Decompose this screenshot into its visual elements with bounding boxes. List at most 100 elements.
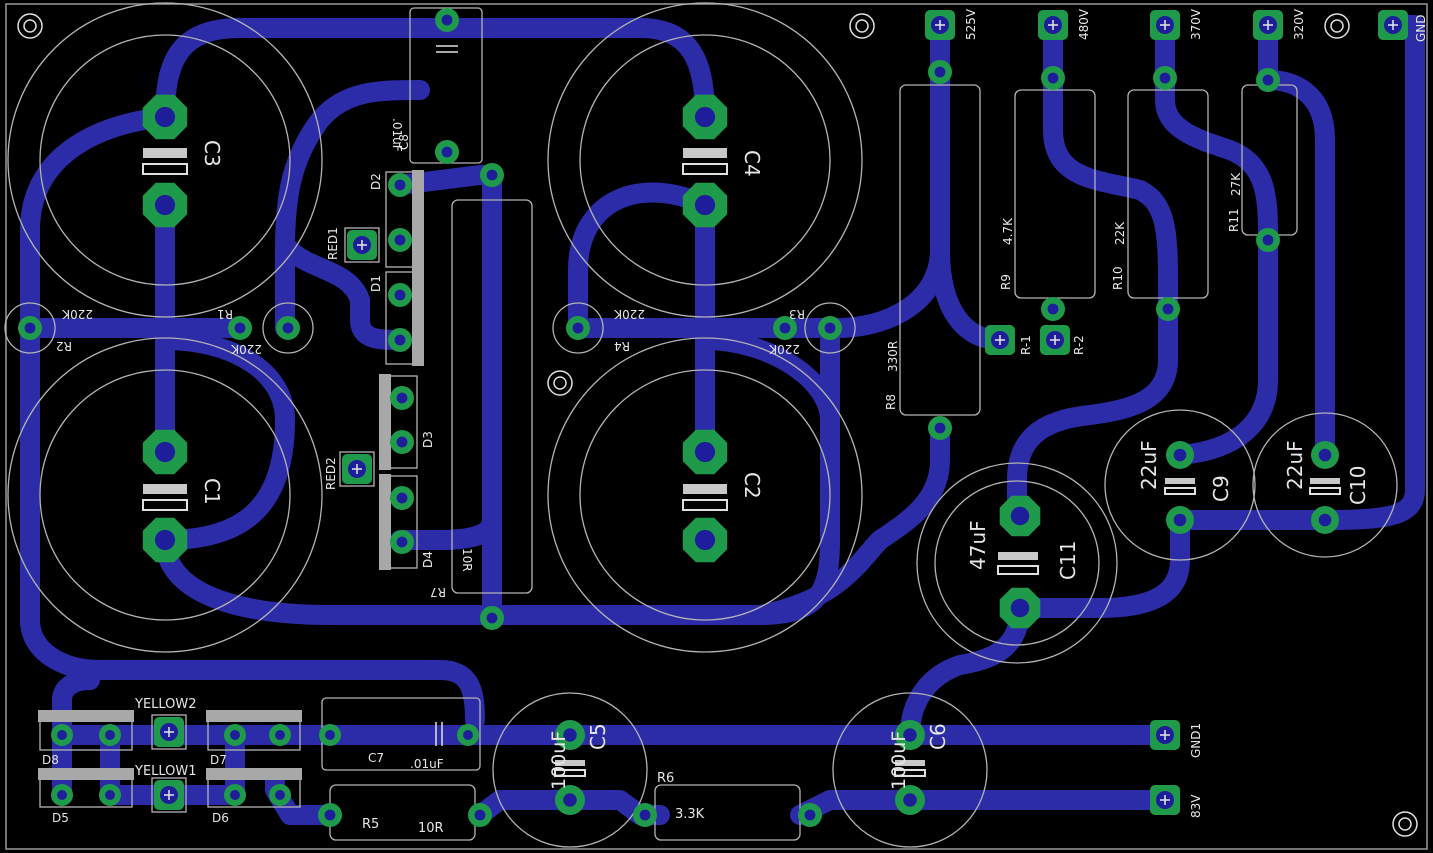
label-r8: R8: [884, 394, 898, 410]
silkscreen: [4, 2, 1398, 848]
terminal-83v-cross: [1160, 795, 1170, 805]
label-r11: R11: [1227, 208, 1241, 232]
pad-c4-b-hole: [694, 194, 716, 216]
pad-c8-a-hole: [441, 14, 453, 26]
pad-c3-b-hole: [154, 194, 176, 216]
label-r10: R10: [1111, 266, 1125, 290]
pad-c10-b-hole: [1318, 513, 1332, 527]
pad-c9-b-hole: [1173, 513, 1187, 527]
label-c11: C11: [1056, 541, 1080, 580]
terminal-r-plus-cross: [1050, 335, 1060, 345]
pad-r2-hole: [24, 322, 36, 334]
terminal-gnd-cross: [1388, 20, 1398, 30]
label-c3: C3: [200, 140, 224, 167]
pad-c1-b-hole: [154, 529, 176, 551]
pad-c8-b-hole: [441, 146, 453, 158]
label-d7: D7: [210, 753, 227, 767]
terminal-r-minus-cross: [995, 335, 1005, 345]
label-r4: R4: [614, 339, 630, 353]
label-c7: C7: [368, 751, 384, 765]
pad-d1-b-hole: [394, 334, 406, 346]
pad-c11-b-hole: [1010, 598, 1030, 618]
label-r9-value: 4.7K: [1001, 217, 1015, 245]
label-r6: R6: [657, 771, 674, 786]
pad-r8-b-hole: [934, 422, 946, 434]
pad-c3-a-hole: [154, 106, 176, 128]
pad-c9-a-hole: [1173, 448, 1187, 462]
pad-r1-b-hole: [282, 322, 294, 334]
pad-c10-a-hole: [1318, 448, 1332, 462]
label-d2: D2: [369, 173, 383, 190]
terminal-480v-cross: [1048, 20, 1058, 30]
pad-c2-a-hole: [694, 441, 716, 463]
pad-d2-a-hole: [394, 179, 406, 191]
label-c4: C4: [740, 150, 764, 177]
label-r3-value: 220K: [768, 342, 800, 356]
mounting-holes: [17, 13, 1418, 837]
pad-r3-a-hole: [779, 322, 791, 334]
pad-d6-b-hole: [275, 790, 285, 800]
pad-c5-a-hole: [563, 728, 577, 742]
pad-r9-a-hole: [1047, 72, 1059, 84]
pad-d1-a-hole: [394, 289, 406, 301]
pad-d6-a-hole: [230, 790, 240, 800]
label-r2: R2: [56, 339, 72, 353]
pad-d7-a-hole: [230, 730, 240, 740]
label-d3: D3: [421, 431, 435, 448]
pad-r3-b-hole: [824, 322, 836, 334]
pad-r10-b-hole: [1162, 303, 1174, 315]
terminal-370v-label: 370V: [1189, 8, 1203, 40]
label-r5-value: 10R: [418, 821, 444, 836]
label-d4: D4: [421, 551, 435, 568]
label-r6-value: 3.3K: [675, 807, 705, 822]
label-c8-value: .01uF: [390, 118, 404, 152]
label-d6: D6: [212, 811, 229, 825]
pad-r11-a-hole: [1262, 74, 1274, 86]
pad-d3-b-hole: [396, 436, 408, 448]
pad-r4-a-hole: [572, 322, 584, 334]
pad-d4-a-hole: [396, 492, 408, 504]
pad-r5-a-hole: [324, 809, 336, 821]
copper-traces: [20, 15, 1425, 825]
pad-c5-b-hole: [563, 793, 577, 807]
pad-d3-a-hole: [396, 392, 408, 404]
label-d1: D1: [369, 275, 383, 292]
label-c9: C9: [1209, 475, 1233, 502]
terminal-525v-cross: [935, 20, 945, 30]
labels: C3 C1 C4 C2 C5 C6 100uF 100uF C11 47uF C…: [42, 8, 1428, 836]
terminal-370v-cross: [1160, 20, 1170, 30]
pad-r11-b-hole: [1262, 234, 1274, 246]
label-c6-value: 100uF: [888, 731, 910, 790]
pad-r9-b-hole: [1047, 303, 1059, 315]
label-r7: R7: [430, 585, 446, 599]
label-red1: RED1: [326, 227, 340, 260]
label-r4-value: 220K: [613, 307, 645, 321]
label-c5-value: 100uF: [548, 731, 570, 790]
led-red2-cross: [352, 464, 362, 474]
pad-c2-b-hole: [694, 529, 716, 551]
pad-d8-b-hole: [105, 730, 115, 740]
label-yellow1: YELLOW1: [134, 764, 197, 779]
pad-d5-a-hole: [57, 790, 67, 800]
label-r8-value: 330R: [886, 341, 900, 372]
pad-c7-b-hole: [463, 730, 473, 740]
label-c8: C8: [397, 134, 411, 150]
label-c2: C2: [740, 472, 764, 499]
led-yellow2-cross: [164, 727, 174, 737]
pad-r5-b-hole: [474, 809, 486, 821]
label-c1: C1: [200, 478, 224, 505]
label-r11-value: 27K: [1229, 172, 1243, 196]
terminal-480v-label: 480V: [1077, 8, 1091, 40]
pad-d8-a-hole: [57, 730, 67, 740]
label-r7-value: 10R: [460, 548, 474, 572]
pad-r8-a-hole: [934, 66, 946, 78]
label-r2-value: 220K: [61, 307, 93, 321]
pad-d7-b-hole: [275, 730, 285, 740]
pad-r7-a-hole: [486, 169, 498, 181]
label-r3: R3: [789, 307, 805, 321]
label-r1: R1: [217, 307, 233, 321]
led-yellow1-cross: [164, 790, 174, 800]
label-c7-value: .01uF: [410, 757, 444, 771]
terminal-525v-label: 525V: [964, 8, 978, 40]
